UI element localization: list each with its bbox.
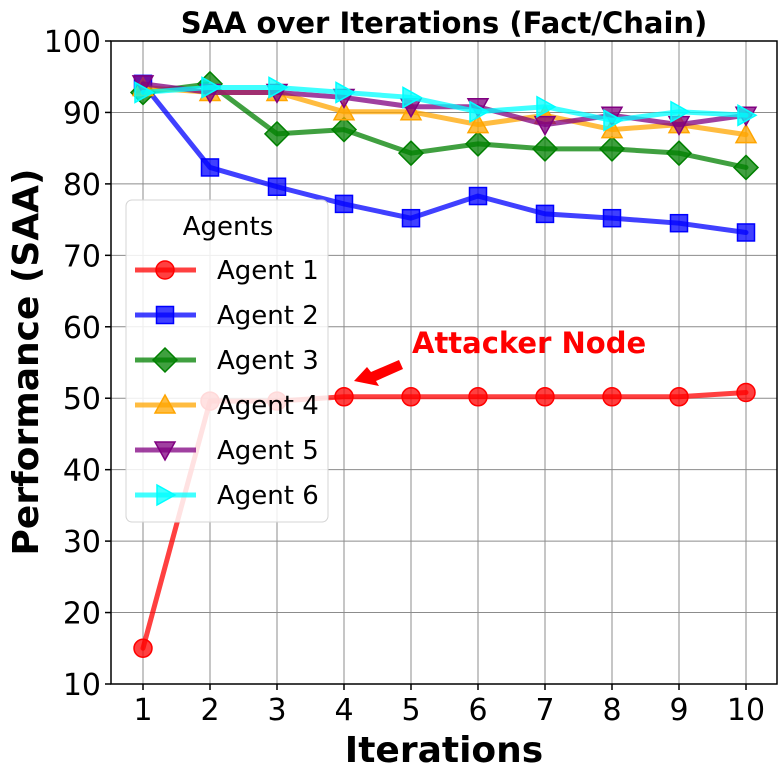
legend-marker	[151, 346, 179, 374]
data-point	[737, 104, 758, 127]
data-point	[263, 120, 291, 147]
data-point	[334, 387, 354, 407]
x-tick-label: 1	[133, 693, 152, 728]
x-tick-label: 2	[200, 693, 219, 728]
y-tick-label: 90	[63, 96, 101, 131]
x-tick-label: 5	[401, 693, 420, 728]
data-point	[201, 76, 222, 99]
data-point	[268, 76, 289, 99]
y-tick-label: 10	[63, 668, 101, 703]
data-point	[401, 208, 421, 228]
x-axis-label: Iterations	[345, 730, 543, 770]
data-point	[402, 86, 423, 109]
data-point	[536, 95, 557, 119]
legend-entry-6: Agent 6	[135, 481, 319, 511]
data-point	[670, 100, 691, 124]
x-tick-label: 9	[669, 693, 688, 728]
x-tick-label: 4	[334, 693, 353, 728]
x-tick-label: 7	[535, 693, 554, 728]
legend-label: Agent 3	[217, 346, 319, 376]
data-point	[267, 177, 287, 196]
data-point	[603, 109, 624, 132]
y-tick-label: 60	[63, 311, 101, 346]
data-point	[736, 382, 756, 403]
x-axis-ticks: 1 2 3 4 5 6 7 8 9 10	[133, 684, 765, 728]
legend-label: Agent 4	[217, 391, 319, 421]
legend-marker	[155, 305, 175, 325]
x-tick-label: 3	[267, 693, 286, 728]
data-point	[330, 116, 358, 143]
legend-entry-5: Agent 5	[135, 436, 319, 466]
series-line	[140, 81, 749, 235]
data-point	[602, 387, 622, 407]
legend-label: Agent 5	[217, 436, 319, 466]
series-group	[129, 70, 760, 659]
data-point	[533, 115, 557, 137]
data-point	[669, 387, 689, 407]
legend-marker	[153, 441, 177, 462]
y-axis-label: Performance (SAA)	[6, 169, 47, 556]
data-point	[464, 130, 492, 157]
y-tick-label: 100	[44, 25, 101, 60]
data-point	[401, 387, 421, 407]
series-line	[140, 81, 749, 170]
y-tick-label: 40	[63, 454, 101, 489]
data-point	[732, 154, 760, 181]
annotation-arrow	[354, 360, 403, 386]
annotation: Attacker Node	[354, 326, 646, 386]
legend-entry-2: Agent 2	[135, 301, 319, 331]
data-point	[598, 135, 626, 162]
y-tick-label: 80	[63, 168, 101, 203]
data-point	[468, 186, 488, 206]
data-point	[665, 140, 693, 167]
legend-label: Agent 1	[217, 256, 319, 286]
data-point	[200, 158, 220, 177]
legend-label: Agent 2	[217, 301, 319, 331]
x-tick-label: 6	[468, 693, 487, 728]
data-point	[469, 100, 490, 124]
legend-entry-3: Agent 3	[135, 346, 319, 376]
data-point	[466, 113, 490, 134]
chart-title: SAA over Iterations (Fact/Chain)	[181, 6, 708, 40]
series-3	[129, 70, 760, 181]
annotation-label: Attacker Node	[412, 326, 646, 360]
data-point	[535, 387, 555, 407]
legend-marker	[153, 393, 177, 414]
legend-title: Agents	[183, 212, 274, 242]
legend-entries: Agent 1 Agent 2 Agent 3 Agent 4 Agent 5 Agent…	[135, 256, 319, 511]
legend-entry-1: Agent 1	[135, 256, 319, 286]
series-6	[134, 76, 758, 132]
data-point	[134, 81, 155, 104]
y-tick-label: 50	[63, 382, 101, 417]
y-tick-label: 30	[63, 525, 101, 560]
legend-box	[125, 199, 329, 523]
data-point	[334, 194, 354, 214]
data-point	[133, 638, 153, 659]
data-point	[669, 213, 689, 233]
y-tick-label: 70	[63, 239, 101, 274]
data-point	[535, 204, 555, 224]
data-point	[736, 223, 756, 242]
legend-label: Agent 6	[217, 481, 319, 511]
data-point	[335, 81, 356, 104]
x-tick-label: 8	[602, 693, 621, 728]
legend-marker	[155, 260, 175, 280]
y-tick-label: 20	[63, 597, 101, 632]
data-point	[397, 140, 425, 167]
data-point	[531, 135, 559, 162]
data-point	[468, 387, 488, 407]
data-point	[332, 100, 356, 121]
data-point	[602, 208, 622, 228]
legend-marker	[156, 483, 177, 507]
data-point	[734, 123, 758, 144]
legend-entry-4: Agent 4	[135, 391, 319, 421]
series-line	[140, 84, 749, 123]
y-axis-ticks: 10 20 30 40 50 60 70 80 90 100	[44, 25, 111, 703]
x-tick-label: 10	[727, 693, 765, 728]
plot-frame	[110, 40, 778, 685]
